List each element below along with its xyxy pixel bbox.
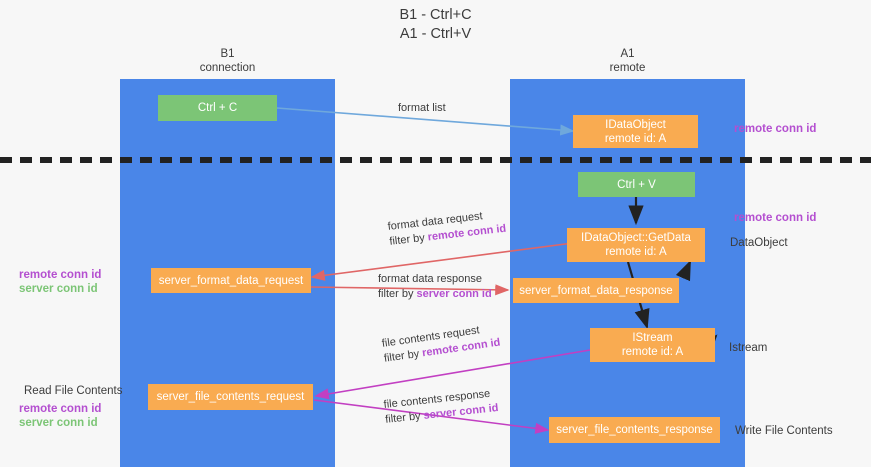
edge-label-format-data-response-line1: format data response — [378, 273, 482, 285]
node-getdata-line2: remote id: A — [605, 246, 667, 258]
legend-left-mid-remote: remote conn id — [19, 269, 102, 281]
edge-label-format-data-request: format data request filter by remote con… — [387, 207, 507, 250]
lane-header-a1-name: A1 — [620, 48, 635, 60]
node-ctrl-c-line1: Ctrl + C — [197, 102, 238, 114]
node-server-format-data-request[interactable]: server_format_data_request — [151, 268, 311, 293]
filter-by-text: filter by — [378, 288, 417, 300]
keyword-server-conn-id: server conn id — [416, 288, 492, 300]
edge-label-format-data-response-line2: filter by server conn id — [378, 287, 492, 302]
filter-by-text: filter by — [384, 409, 425, 426]
node-server-file-contents-request-label: server_file_contents_request — [156, 391, 305, 403]
node-ctrl-c[interactable]: Ctrl + C — [158, 95, 277, 121]
label-write-file-contents: Write File Contents — [735, 425, 833, 437]
node-istream-line1: IStream — [632, 332, 673, 344]
node-server-format-data-request-label: server_format_data_request — [158, 274, 304, 287]
node-ctrl-v[interactable]: Ctrl + V — [578, 172, 695, 197]
edge-label-format-list: format list — [398, 101, 446, 116]
legend-left-mid: remote conn id server conn id — [19, 268, 101, 296]
lane-header-b1-name: B1 — [220, 48, 235, 60]
node-server-file-contents-response[interactable]: server_file_contents_response — [549, 417, 720, 443]
title-line-2: A1 - Ctrl+V — [399, 26, 472, 42]
node-idataobject[interactable]: IDataObject remote id: A — [573, 115, 698, 148]
filter-by-text: filter by — [383, 347, 424, 365]
edge-label-format-data-response: format data response filter by server co… — [378, 272, 492, 302]
legend-left-bottom: remote conn id server conn id — [19, 402, 101, 430]
edge-label-format-list-line1: format list — [398, 102, 446, 114]
node-idataobject-line1: IDataObject — [605, 118, 666, 131]
node-istream-line2: remote id: A — [621, 346, 684, 358]
node-server-format-data-response-label: server_format_data_response — [519, 284, 673, 297]
lane-header-a1: A1 remote — [510, 47, 745, 75]
node-getdata[interactable]: IDataObject::GetData remote id: A — [567, 228, 705, 262]
page-title: B1 - Ctrl+C A1 - Ctrl+V — [0, 6, 871, 44]
legend-left-mid-server: server conn id — [19, 283, 98, 295]
label-remote-conn-id-mid: remote conn id — [734, 212, 817, 224]
filter-by-text: filter by — [388, 231, 429, 248]
lane-header-a1-sub: remote — [609, 62, 646, 74]
node-idataobject-line2: remote id: A — [604, 132, 667, 145]
node-server-file-contents-response-label: server_file_contents_response — [556, 424, 713, 436]
label-read-file-contents: Read File Contents — [24, 385, 123, 397]
lane-header-b1-sub: connection — [199, 62, 256, 74]
node-istream[interactable]: IStream remote id: A — [590, 328, 715, 362]
title-line-1: B1 - Ctrl+C — [399, 7, 472, 23]
node-ctrl-v-line1: Ctrl + V — [617, 178, 656, 191]
edge-label-file-contents-request: file contents request filter by remote c… — [381, 321, 501, 367]
legend-left-bottom-server: server conn id — [19, 417, 98, 429]
node-server-format-data-response[interactable]: server_format_data_response — [513, 278, 679, 303]
node-server-file-contents-request[interactable]: server_file_contents_request — [148, 384, 313, 410]
edge-label-file-contents-response: file contents response filter by server … — [383, 386, 499, 428]
legend-left-bottom-remote: remote conn id — [19, 403, 102, 415]
label-istream: Istream — [729, 342, 768, 354]
lane-header-b1: B1 connection — [120, 47, 335, 75]
label-dataobject: DataObject — [730, 237, 788, 249]
node-getdata-line1: IDataObject::GetData — [581, 232, 691, 244]
label-remote-conn-id-top: remote conn id — [734, 123, 817, 135]
